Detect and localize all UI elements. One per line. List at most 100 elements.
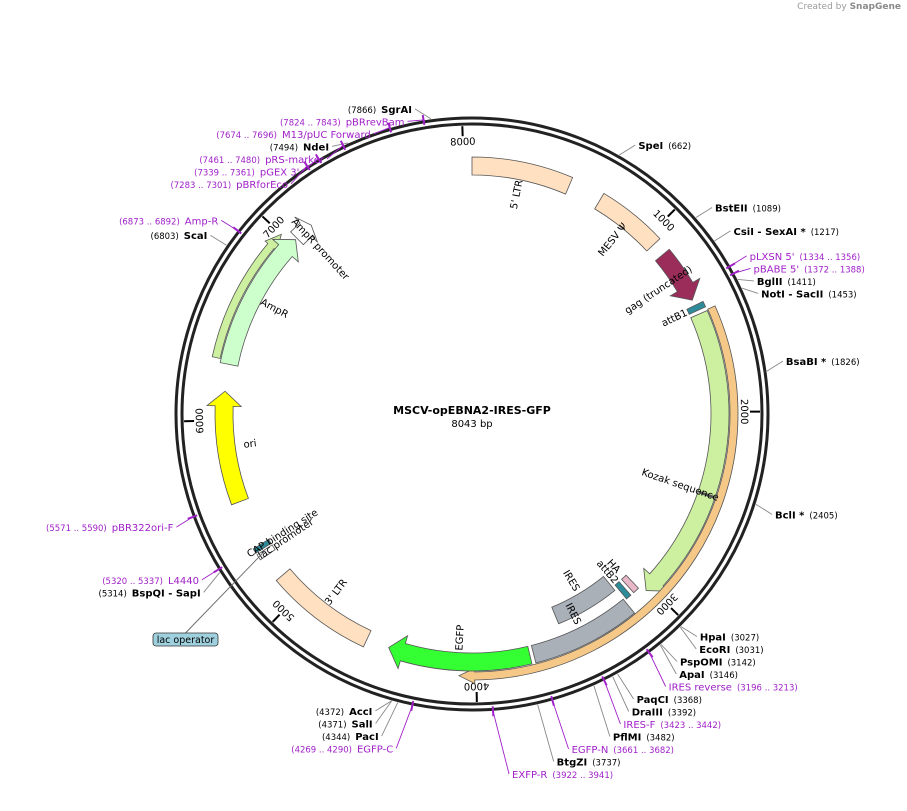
primer-labels: pLXSN 5'(1334 .. 1356)pBABE 5'(1372 .. 1… [46, 114, 865, 781]
cut-leader [593, 685, 611, 737]
tick-mark [670, 607, 679, 616]
cut-leader [659, 644, 677, 675]
primer-leader [552, 700, 570, 750]
feature-label: attB1 [660, 308, 689, 330]
feature-5-ltr-0 [471, 156, 574, 195]
primer-leader [492, 711, 510, 775]
snapgene-credit: Created by SnapGene [797, 2, 901, 12]
feature-ori-15 [205, 390, 249, 506]
tick-label: 8000 [450, 137, 476, 149]
primer-label: (5571 .. 5590)pBR322ori-F [46, 523, 174, 534]
feature-unnamed-5 [458, 305, 739, 685]
lac-operator-box [152, 632, 219, 647]
primer-leader [407, 119, 424, 122]
backbone-ring [174, 116, 770, 712]
cut-site-label: PaqCI(3368) [637, 695, 702, 706]
primer-mark [315, 153, 322, 164]
feature-ires-10 [530, 598, 636, 664]
feature-label: AmpR promoter [289, 217, 352, 284]
backbone-outer [174, 116, 770, 712]
primer-mark [387, 122, 393, 133]
tick-label: 4000 [464, 680, 490, 691]
feature-label: ori [243, 438, 257, 451]
cut-site-label: BstEII(1089) [715, 203, 781, 214]
feature-label: 5' LTR [509, 179, 526, 210]
cut-leader [755, 503, 773, 515]
primer-label: (6873 .. 6892)Amp-R [119, 216, 218, 227]
feature-label: EGFP [454, 625, 466, 651]
primer-label: EXFP-R(3922 .. 3941) [512, 770, 613, 781]
cut-leader [203, 572, 221, 593]
primer-label: (7283 .. 7301)pBRforEco [170, 180, 288, 191]
feature-label: CAP binding site [245, 507, 320, 560]
feature-unnamed-4 [643, 309, 730, 592]
cut-site-label: HpaI(3027) [700, 633, 759, 644]
cut-site-label: BglII(1411) [757, 277, 816, 288]
cut-leader [619, 144, 636, 156]
cut-site-label: NotI - SacII(1453) [761, 289, 856, 300]
cut-site-label: (4372)AccI [316, 707, 373, 718]
primer-label: (7674 .. 7696)M13/pUC Forward [216, 130, 370, 141]
map-center: MSCV-opEBNA2-IRES-GFP 8043 bp [393, 404, 551, 430]
feature-attb1-3 [686, 300, 707, 315]
cut-site-labels: SpeI(662)BstEII(1089)CsiI - SexAI *(1217… [99, 105, 860, 769]
primer-leader [302, 158, 319, 172]
cut-site-label: BtgZI(3737) [557, 758, 621, 769]
primer-mark [339, 140, 347, 151]
cut-leader [537, 704, 555, 762]
feature-mesv-1 [594, 192, 661, 252]
feature-label: AmpR [258, 297, 290, 321]
feature-ampr-promoter-18 [290, 216, 318, 246]
feature-egfp-11 [388, 634, 533, 672]
cut-leader [210, 234, 227, 246]
tick-mark [271, 613, 281, 623]
primer-leader [649, 653, 667, 687]
cut-site-label: PflMI(3482) [613, 733, 675, 744]
cut-leader [381, 702, 399, 737]
cut-leader [737, 278, 754, 282]
cut-site-label: BclI *(2405) [775, 510, 838, 521]
feature-lac-promoter-13 [256, 544, 276, 561]
feature-cap-binding-site-14 [252, 538, 272, 554]
primer-mark [645, 648, 654, 658]
cut-site-label: (6803)ScaI [151, 231, 208, 242]
primer-leader [326, 145, 344, 160]
primer-label: IRES reverse(3196 .. 3213) [669, 683, 798, 694]
primer-mark [421, 114, 426, 126]
feature-ha-7 [621, 574, 640, 594]
feature-label: IRES [560, 569, 581, 594]
primer-mark [213, 566, 223, 574]
cut-site-label: (4344)PacI [322, 732, 379, 743]
lac-operator-label: lac operator [157, 635, 215, 646]
backbone-inner [180, 122, 764, 706]
cut-leader [680, 626, 698, 637]
cut-site-label: ApaI(3146) [679, 670, 738, 681]
cut-leader [612, 676, 630, 712]
feature-label: 3' LTR [323, 577, 350, 607]
primer-label: IRES-F(3423 .. 3442) [623, 720, 721, 731]
feature-kozak-sequence-6 [698, 490, 715, 498]
feature-kozak-sequence-6-b [698, 491, 715, 499]
tick-mark [667, 208, 676, 218]
cut-leader [714, 230, 731, 242]
primer-leader [395, 705, 413, 749]
primer-label: (7461 .. 7480)pRS-marker [199, 155, 325, 166]
primer-leader [604, 680, 621, 725]
cut-site-label: PspOMI(3142) [680, 658, 756, 669]
primer-mark [550, 695, 555, 706]
cut-leader [617, 673, 634, 700]
feature-gag-truncated-2 [654, 248, 701, 301]
cut-site-label: DraIII(3392) [632, 708, 696, 719]
tick-mark [261, 215, 271, 225]
cut-site-label: (7866)SgrAI [348, 105, 412, 116]
cut-leader [660, 644, 678, 662]
feature-attb2-8 [614, 581, 632, 600]
cut-leader [766, 360, 784, 372]
credit-prefix: Created by [797, 2, 847, 12]
tick-label: 2000 [738, 399, 749, 425]
lac-operator-callout: lac operator [152, 550, 266, 647]
primer-leader [373, 127, 390, 135]
plasmid-name: MSCV-opEBNA2-IRES-GFP [393, 404, 551, 417]
tick-label: 6000 [195, 408, 207, 434]
